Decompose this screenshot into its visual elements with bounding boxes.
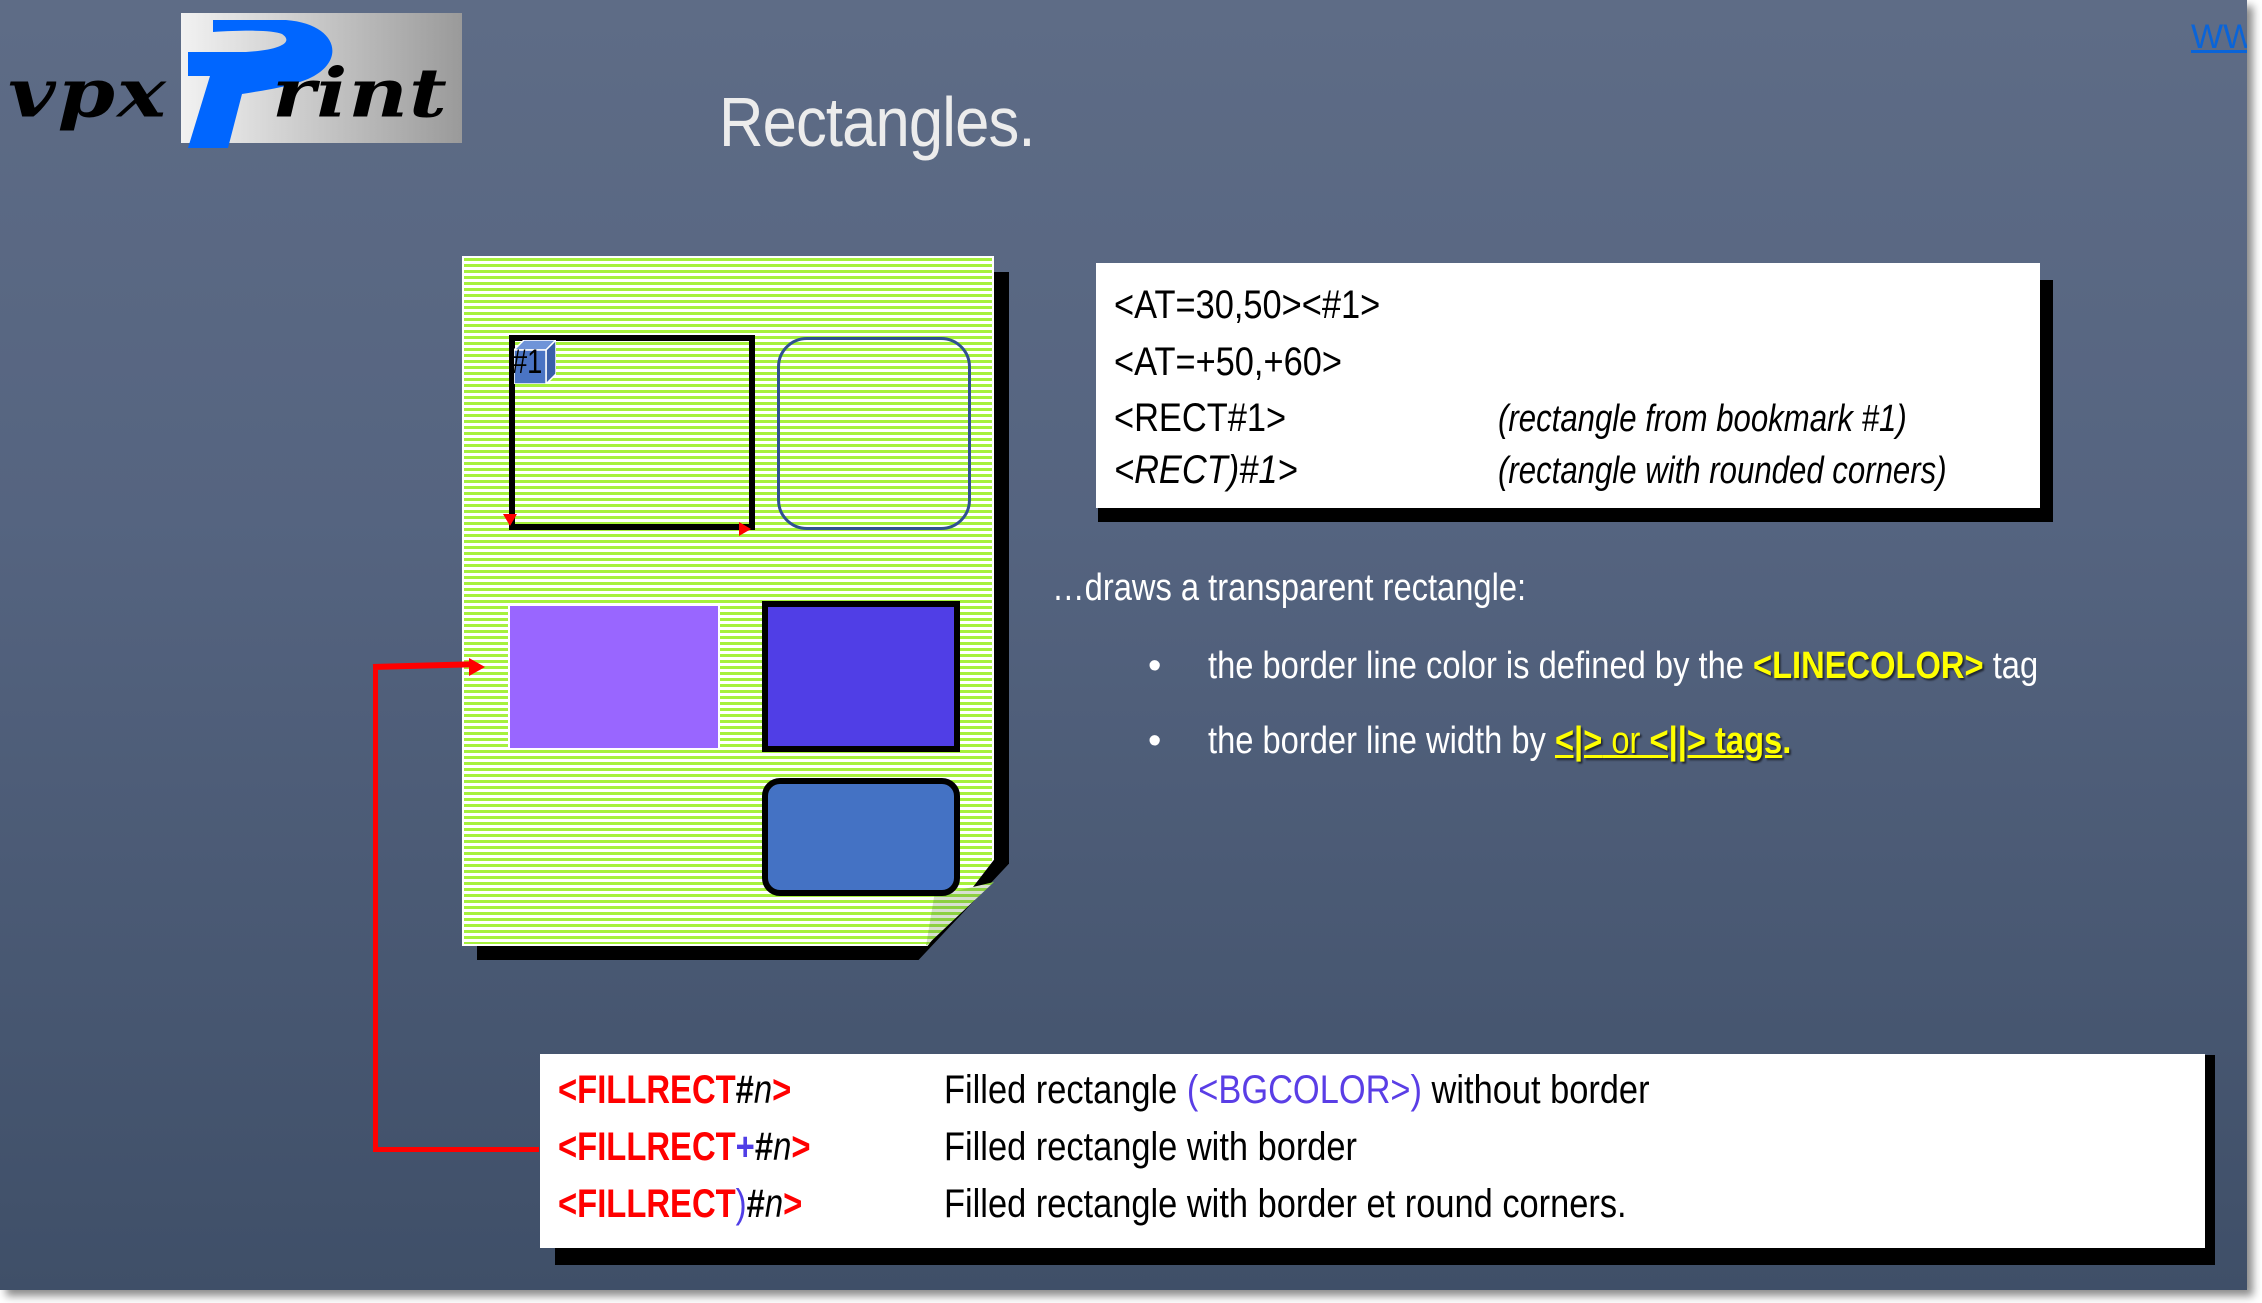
line-tag-single: <|>: [1554, 720, 1603, 762]
bullet-dot-icon: •: [1148, 645, 1162, 687]
tag-hash: #: [735, 1068, 754, 1112]
code-comment: (rectangle with rounded corners): [1498, 450, 1947, 492]
linecolor-tag: <LINECOLOR>: [1752, 645, 1984, 687]
transparent-rectangle: [509, 335, 755, 530]
bullet-text: the border line color is defined by the …: [1208, 645, 2038, 688]
desc-text: Filled rectangle with border: [944, 1125, 1358, 1169]
arrow-down-icon: [503, 514, 517, 526]
description-intro: …draws a transparent rectangle:: [1052, 567, 1527, 609]
bgcolor-tag: (<BGCOLOR>): [1186, 1068, 1422, 1112]
tag-end: >: [772, 1068, 792, 1112]
desc-text: without border: [1421, 1068, 1650, 1112]
tag-mod: +: [735, 1125, 755, 1169]
rounded-rectangle: [777, 337, 971, 530]
tag-end: >: [783, 1182, 803, 1226]
code-line: <AT=30,50><#1>: [1114, 283, 1381, 327]
bullet-text-before: the border line color is defined by the: [1208, 645, 1753, 687]
bullet-text-after: .: [1782, 720, 1792, 762]
bookmark-cube-icon: [514, 340, 556, 384]
bookmark-label: #1: [512, 343, 543, 381]
fillrect-box: <FILLRECT#n> Filled rectangle (<BGCOLOR>…: [540, 1054, 2205, 1248]
code-comment: (rectangle from bookmark #1): [1498, 398, 1907, 440]
tag-hash: #: [746, 1182, 765, 1226]
code-box: <AT=30,50><#1> <AT=+50,+60> <RECT#1> (re…: [1096, 263, 2040, 508]
bullet-text-after: tag: [1983, 645, 2039, 687]
fillrect-tag: <FILLRECT)#n>: [558, 1182, 802, 1227]
connector-line-vertical: [373, 670, 378, 1152]
logo-text-vpx: vpx: [8, 54, 168, 133]
line-tag-double: <||> tags: [1649, 720, 1783, 762]
filled-rectangle-no-border: [508, 604, 720, 750]
bullet-text-before: the border line width by: [1208, 720, 1555, 762]
code-line: <RECT)#1>: [1114, 448, 1298, 492]
web-link[interactable]: WW: [2191, 18, 2247, 56]
fillrect-description: Filled rectangle with border: [944, 1125, 1357, 1170]
tag-hash: #: [754, 1125, 774, 1169]
filled-rounded-rectangle: [762, 778, 960, 896]
tag-end: >: [791, 1125, 811, 1169]
fillrect-tag: <FILLRECT+#n>: [558, 1125, 810, 1170]
logo-text-rint: rint: [272, 54, 448, 133]
code-line: <RECT#1>: [1114, 396, 1287, 440]
link-or: or: [1602, 720, 1650, 762]
connector-line-top: [372, 661, 474, 670]
page-title: Rectangles.: [719, 83, 1035, 161]
tag-n: n: [764, 1182, 784, 1226]
logo-p-glyph-icon: [188, 20, 333, 148]
tag-start: <FILLRECT: [558, 1182, 736, 1226]
tag-start: <FILLRECT: [558, 1068, 736, 1112]
connector-line-bottom: [373, 1147, 539, 1152]
code-line: <AT=+50,+60>: [1114, 340, 1342, 384]
fillrect-description: Filled rectangle (<BGCOLOR>) without bor…: [944, 1068, 1650, 1113]
fillrect-description: Filled rectangle with border et round co…: [944, 1182, 1627, 1227]
fillrect-tag: <FILLRECT#n>: [558, 1068, 791, 1113]
vpxprint-logo: vpx rint: [0, 12, 465, 162]
arrow-right-icon: [739, 522, 751, 536]
desc-text: Filled rectangle: [944, 1068, 1187, 1112]
line-width-tags-link[interactable]: <|> or <||> tags: [1555, 720, 1782, 762]
connector-arrowhead-icon: [469, 658, 485, 676]
filled-rectangle-with-border: [762, 601, 960, 752]
tag-n: n: [773, 1125, 792, 1169]
desc-text: Filled rectangle with border et round co…: [944, 1182, 1627, 1226]
tag-start: <FILLRECT: [558, 1125, 736, 1169]
tag-n: n: [753, 1068, 773, 1112]
bullet-text: the border line width by <|> or <||> tag…: [1208, 720, 1791, 763]
bullet-dot-icon: •: [1148, 720, 1162, 762]
tag-mod: ): [735, 1182, 747, 1226]
